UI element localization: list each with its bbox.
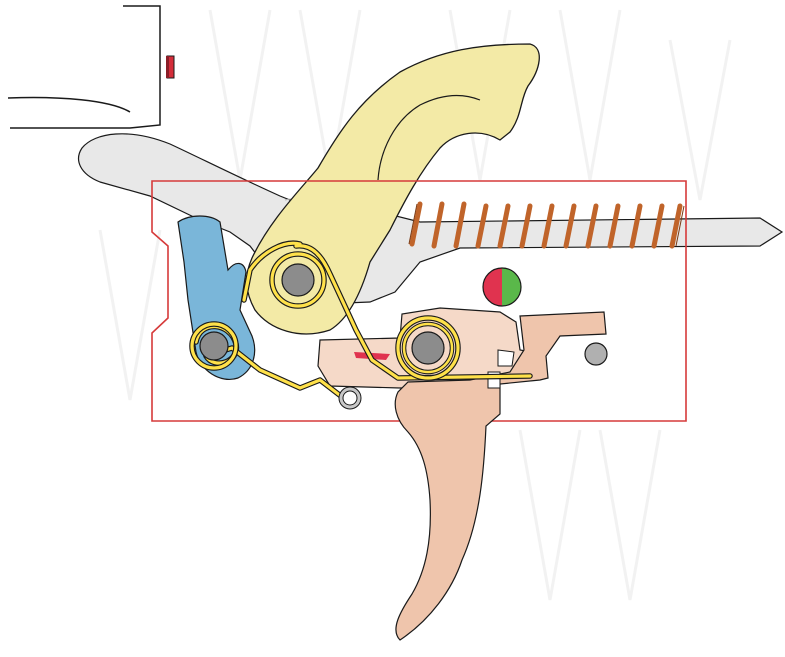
safety-selector-icon [483, 268, 521, 306]
sear-pin [412, 332, 444, 364]
hammer-pin [282, 264, 314, 296]
receiver-housing [8, 6, 174, 128]
trigger-stop-pin [585, 343, 607, 365]
disconnector-pin [200, 332, 228, 360]
